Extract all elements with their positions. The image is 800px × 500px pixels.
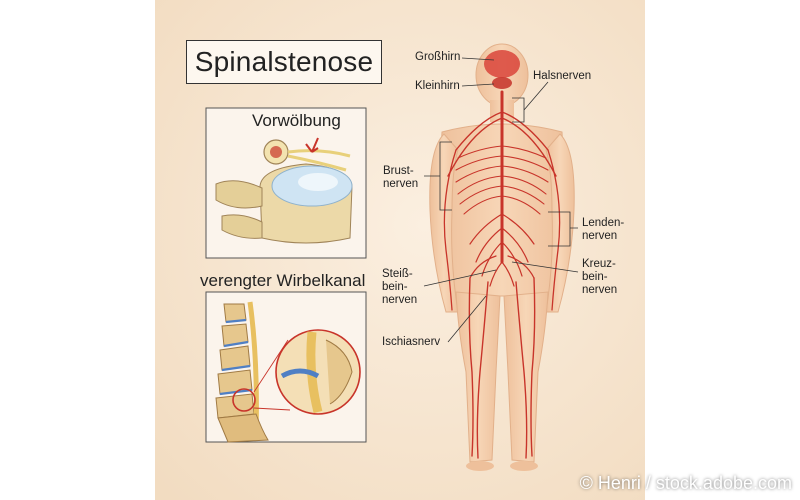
leader-lines	[423, 57, 579, 343]
disc-core	[298, 173, 338, 191]
caption-verengter-wirbelkanal: verengter Wirbelkanal	[200, 271, 366, 290]
spine-column-illustration	[215, 301, 361, 443]
label-halsnerven: Halsnerven	[533, 70, 592, 82]
right-foot	[510, 461, 538, 471]
zoom-bone	[325, 339, 353, 405]
leader-ischiasnerv	[447, 295, 487, 343]
brain	[484, 50, 520, 78]
label-steissbeinnerven: Steiß- bein- nerven	[382, 268, 418, 306]
arm-nerves	[443, 149, 561, 311]
sacrum	[217, 413, 269, 443]
bone-process	[215, 180, 263, 239]
label-lendennerven: Lenden- nerven	[582, 217, 625, 242]
cervical-nerves	[447, 111, 557, 177]
leader-grosshirn	[461, 57, 495, 61]
left-leg	[455, 291, 501, 463]
leader-kreuzbeinnerven	[511, 261, 579, 273]
copyright-credit: © Henri / stock.adobe.com	[579, 473, 792, 493]
nervous-system	[443, 90, 561, 459]
lumbar-nerves	[469, 213, 535, 277]
leader-steissbeinnerven	[423, 269, 497, 287]
sciatic-nerves	[468, 277, 536, 459]
label-brustnerven: Brust- nerven	[383, 165, 419, 190]
page-title: Spinalstenose	[186, 40, 382, 84]
label-kleinhirn: Kleinhirn	[415, 80, 460, 92]
left-foot	[466, 461, 494, 471]
label-kreuzbeinnerven: Kreuz- bein- nerven	[582, 258, 618, 296]
vertebra-illustration	[215, 137, 353, 244]
protrusion-arrow	[305, 137, 319, 153]
bracket-lendennerven	[548, 211, 578, 247]
zoom-disc	[280, 368, 320, 379]
caption-vorwoelbung: Vorwölbung	[252, 111, 341, 130]
cerebellum	[492, 77, 512, 89]
sacral-nerves	[469, 255, 535, 287]
thoracic-nerves	[455, 145, 549, 215]
label-grosshirn: Großhirn	[415, 51, 461, 63]
leader-kleinhirn	[461, 83, 495, 87]
discs-stack	[219, 318, 253, 396]
stenosis-marker	[232, 388, 256, 412]
nerve-roots	[287, 149, 351, 172]
spinal-cord-section	[270, 146, 282, 158]
bracket-halsnerven	[512, 81, 549, 123]
bracket-brustnerven	[424, 141, 452, 211]
zoom-line-b	[253, 407, 291, 411]
label-ischiasnerv: Ischiasnerv	[382, 336, 441, 348]
